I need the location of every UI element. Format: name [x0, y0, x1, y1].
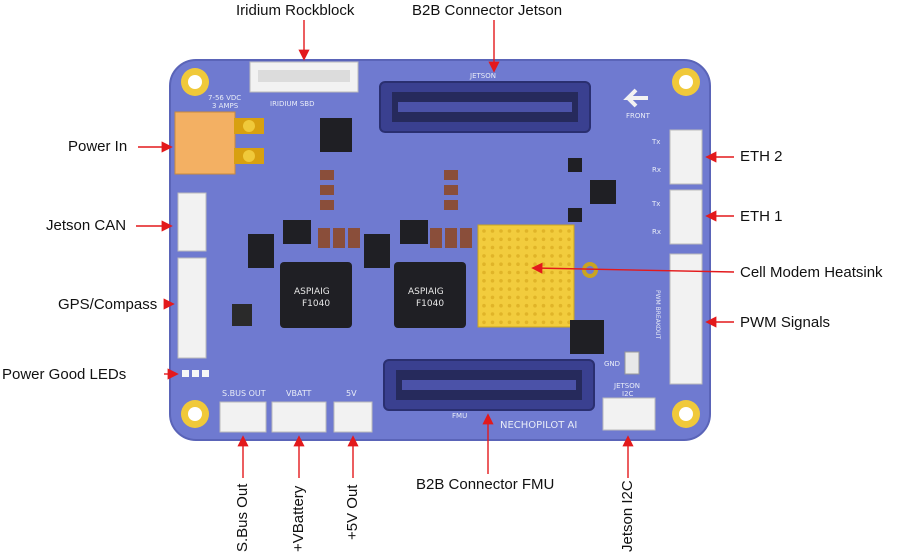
ic-u4 — [283, 220, 311, 244]
label-power-in: Power In — [68, 138, 128, 155]
label-b2b-fmu: B2B Connector FMU — [416, 476, 555, 493]
ic-small-1 — [568, 158, 582, 172]
silk-iridium: IRIDIUM SBD — [270, 100, 314, 108]
eth2-connector — [669, 129, 703, 185]
front-arrow — [623, 88, 648, 108]
jetson-can-connector — [177, 192, 207, 252]
label-jetson-i2c: Jetson I2C — [619, 480, 636, 552]
mount-hole-bottom-left — [181, 400, 209, 428]
ic-u7 — [570, 320, 604, 354]
switch — [624, 351, 640, 375]
chip1-label: ASPIAIG — [294, 287, 330, 297]
callout-arrows — [136, 20, 735, 478]
ic-u3 — [400, 220, 428, 244]
silk-fmu: FMU — [452, 412, 467, 420]
silk-pwm-breakout: PWM BREAKOUT — [654, 290, 661, 340]
label-iridium-rockblock: Iridium Rockblock — [236, 2, 355, 19]
ic-u5 — [590, 180, 616, 204]
ic-mid-reg — [364, 234, 390, 268]
silk-i2c: I2C — [622, 390, 634, 398]
ic-u9 — [232, 304, 252, 326]
ic-u1 — [320, 118, 352, 152]
five-v-connector — [333, 401, 373, 433]
heatsink-dot-grid — [482, 229, 571, 325]
label-vbattery: +VBattery — [290, 485, 307, 552]
power-good-led-2 — [192, 370, 199, 377]
label-eth2: ETH 2 — [740, 148, 783, 165]
silk-voltage: 7-56 VDC — [208, 94, 241, 102]
silk-eth2-tx: Tx — [651, 138, 660, 146]
inductor-chip-2 — [394, 262, 466, 328]
chip2-label: ASPIAIG — [408, 287, 444, 297]
cell-modem-heatsink — [477, 224, 575, 328]
silk-eth1-rx: Rx — [652, 228, 661, 236]
silk-eth1-tx: Tx — [651, 200, 660, 208]
power-jack — [174, 111, 236, 175]
gps-compass-connector — [177, 257, 207, 359]
label-sbus-out: S.Bus Out — [234, 483, 251, 552]
label-b2b-jetson: B2B Connector Jetson — [412, 2, 563, 19]
silk-gnd: GND — [604, 360, 620, 368]
silk-5v: 5V — [346, 389, 357, 398]
ic-left-reg — [248, 234, 274, 268]
mount-hole-center — [582, 262, 598, 278]
label-eth1: ETH 1 — [740, 208, 783, 225]
label-cell-modem-heatsink: Cell Modem Heatsink — [740, 264, 883, 281]
silk-brand: NECHOPILOT AI — [500, 420, 577, 431]
label-power-good-leds: Power Good LEDs — [2, 366, 127, 383]
ic-small-2 — [568, 208, 582, 222]
silk-eth2-rx: Rx — [652, 166, 661, 174]
label-pwm-signals: PWM Signals — [740, 314, 831, 331]
silk-jetson-i2c: JETSON — [613, 382, 640, 390]
jetson-i2c-connector — [602, 397, 656, 431]
silk-amps: 3 AMPS — [212, 102, 239, 110]
mount-hole-top-right — [672, 68, 700, 96]
sbus-connector — [219, 401, 267, 433]
silk-sbus: S.BUS OUT — [222, 389, 266, 398]
silk-front: FRONT — [626, 112, 651, 120]
label-gps-compass: GPS/Compass — [58, 296, 158, 313]
eth1-connector — [669, 189, 703, 245]
mount-hole-bottom-right — [672, 400, 700, 428]
label-jetson-can: Jetson CAN — [46, 217, 127, 234]
power-good-led-3 — [202, 370, 209, 377]
silk-vbatt: VBATT — [286, 389, 312, 398]
mount-hole-top-left — [181, 68, 209, 96]
chip1-label-b: F1040 — [302, 299, 330, 309]
chip2-label-b: F1040 — [416, 299, 444, 309]
label-5v-out: +5V Out — [344, 484, 361, 540]
inductor-chip-1 — [280, 262, 352, 328]
arrow-cell-modem — [531, 262, 735, 274]
power-good-led-1 — [182, 370, 189, 377]
silk-jetson-top: JETSON — [469, 72, 496, 80]
vbatt-connector — [271, 401, 327, 433]
pwm-connector — [669, 253, 703, 385]
capacitor-group-1 — [318, 170, 472, 248]
